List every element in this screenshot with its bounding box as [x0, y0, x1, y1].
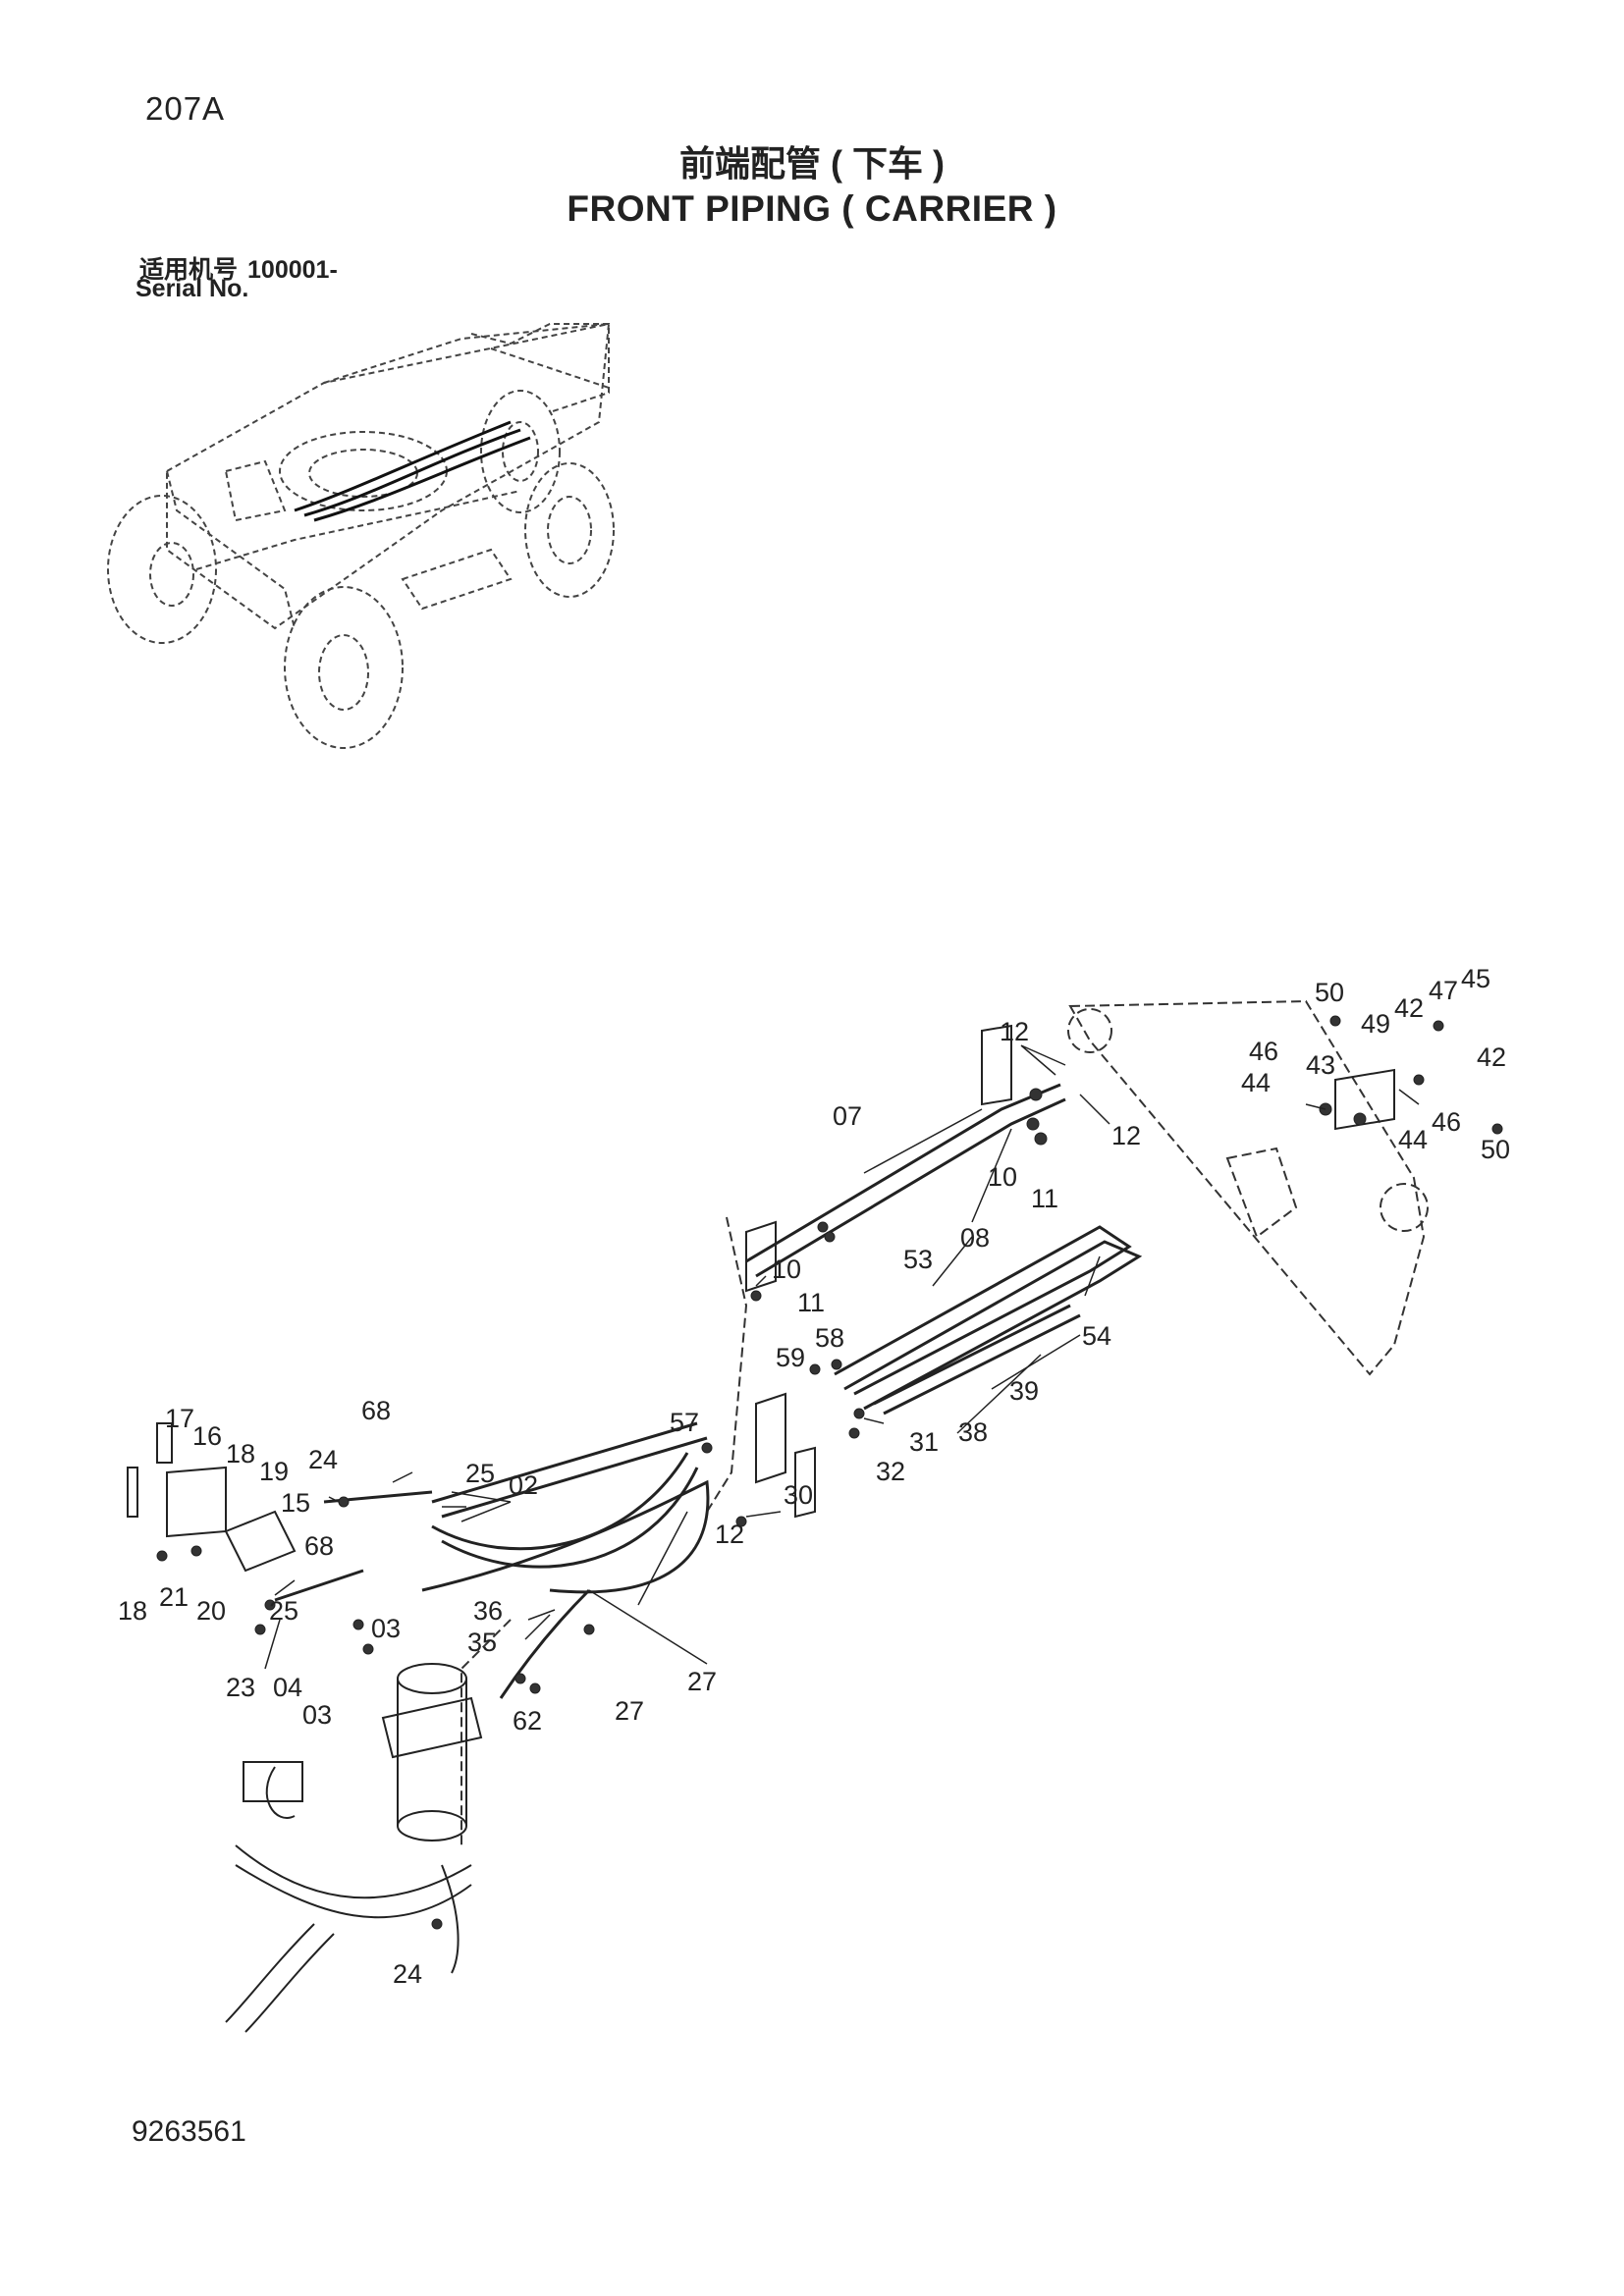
callout-38: 38: [958, 1417, 988, 1447]
swivel-joint: [225, 1663, 483, 2033]
callout-36: 36: [473, 1596, 503, 1626]
callout-20: 20: [196, 1596, 226, 1626]
callout-46: 46: [1249, 1037, 1278, 1066]
callout-07: 07: [833, 1101, 862, 1131]
callout-12: 12: [1000, 1017, 1029, 1046]
callout-58: 58: [815, 1323, 844, 1353]
callout-12: 12: [1111, 1121, 1141, 1150]
callout-25: 25: [269, 1596, 298, 1626]
hydraulic-pipes: [274, 1083, 1143, 1699]
callout-54: 54: [1082, 1321, 1111, 1351]
callout-23: 23: [226, 1673, 255, 1702]
callout-68: 68: [304, 1531, 334, 1561]
serial-label-cn-text: 适用机号: [139, 256, 239, 284]
callout-68: 68: [361, 1396, 391, 1425]
callout-24: 24: [308, 1445, 338, 1474]
callout-39: 39: [1009, 1376, 1039, 1406]
callout-11: 11: [1031, 1184, 1058, 1213]
serial-label-english: Serial No.: [135, 275, 249, 302]
callout-11: 11: [797, 1288, 825, 1317]
carrier-overview-illustration: [107, 322, 615, 749]
callout-18: 18: [226, 1439, 255, 1468]
callout-50: 50: [1481, 1135, 1510, 1164]
callout-03: 03: [371, 1614, 401, 1643]
callout-42: 42: [1394, 993, 1424, 1023]
callout-44: 44: [1398, 1125, 1428, 1154]
callout-49: 49: [1361, 1009, 1390, 1039]
callout-46: 46: [1432, 1107, 1461, 1137]
page-title-chinese: 前端配管 ( 下车 ): [679, 143, 945, 184]
callout-43: 43: [1306, 1050, 1335, 1080]
callout-42: 42: [1477, 1042, 1506, 1072]
callout-44: 44: [1241, 1068, 1271, 1097]
callout-02: 02: [509, 1470, 538, 1500]
callout-50: 50: [1315, 978, 1344, 1007]
callout-62: 62: [513, 1706, 542, 1735]
page-title-english: FRONT PIPING ( CARRIER ): [567, 188, 1057, 229]
callout-57: 57: [670, 1408, 699, 1437]
callout-27: 27: [687, 1667, 717, 1696]
front-frame-plate: [460, 999, 1429, 1845]
callout-24: 24: [393, 1959, 422, 1989]
callout-27: 27: [615, 1696, 644, 1726]
callout-21: 21: [159, 1582, 189, 1612]
callout-32: 32: [876, 1457, 905, 1486]
serial-label-chinese: 适用机号 100001-: [139, 250, 338, 286]
callout-15: 15: [281, 1488, 310, 1518]
carrier-overview-hoses: [294, 420, 531, 522]
callout-16: 16: [192, 1421, 222, 1451]
callout-31: 31: [909, 1427, 939, 1457]
callout-10: 10: [988, 1162, 1017, 1192]
page-code: 207A: [145, 90, 226, 127]
callout-19: 19: [259, 1457, 289, 1486]
callout-25: 25: [465, 1459, 495, 1488]
valve-bracket: [127, 1024, 1395, 1573]
callout-59: 59: [776, 1343, 805, 1372]
callout-53: 53: [903, 1245, 933, 1274]
serial-value: 100001-: [247, 256, 338, 284]
callout-04: 04: [273, 1673, 302, 1702]
callout-03: 03: [302, 1700, 332, 1730]
leader-lines: [264, 1044, 1420, 1670]
callout-18: 18: [118, 1596, 147, 1626]
part-callouts: 50 47 45 49 42 42 46 43 44 44 46 50 12 1…: [118, 964, 1510, 1989]
callout-17: 17: [165, 1404, 194, 1433]
fittings: [156, 1015, 1503, 1930]
callout-30: 30: [784, 1480, 813, 1510]
callout-45: 45: [1461, 964, 1490, 993]
callout-10: 10: [772, 1255, 801, 1284]
document-number: 9263561: [132, 2115, 246, 2148]
callout-47: 47: [1429, 976, 1458, 1005]
callout-08: 08: [960, 1223, 990, 1253]
callout-35: 35: [467, 1628, 497, 1657]
callout-12: 12: [715, 1520, 744, 1549]
